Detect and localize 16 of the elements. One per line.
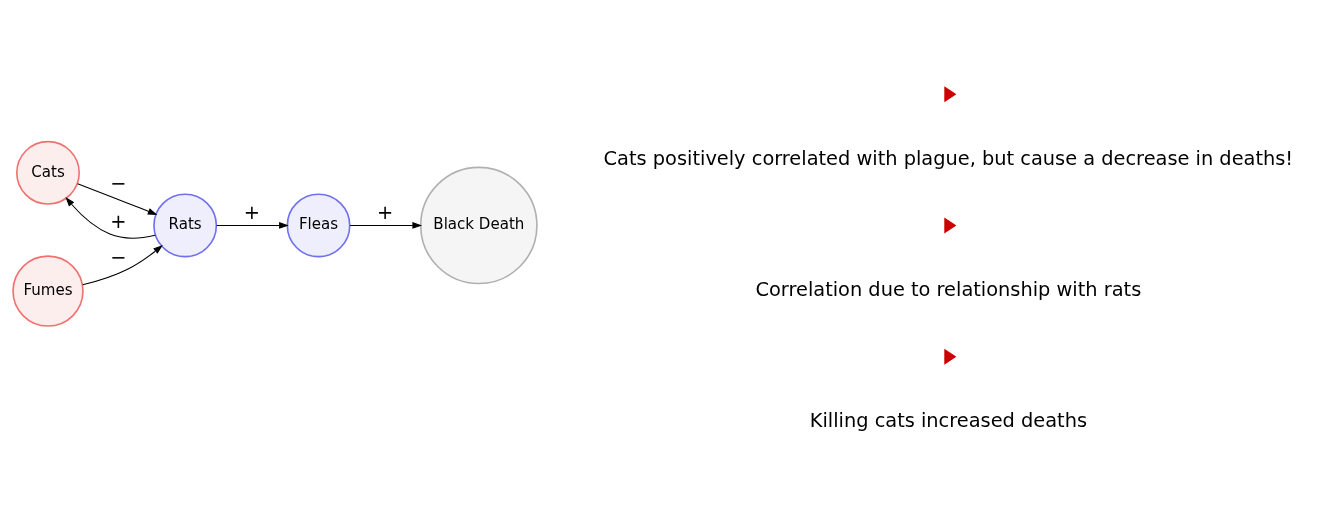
node-circle: Black Death	[419, 166, 538, 284]
arrow	[216, 221, 289, 229]
label: Cats positively correlated with plague, but cause a decrease in deaths!	[603, 146, 1294, 170]
arrow	[349, 221, 423, 229]
node-circle: Fumes	[12, 254, 84, 327]
edge-label: −	[110, 245, 127, 269]
label: Killing cats increased deaths	[809, 408, 1088, 432]
arrow	[65, 196, 156, 239]
arrow	[77, 182, 158, 215]
edge-label: −	[110, 171, 127, 195]
edge-label: +	[110, 209, 127, 233]
edge-label: +	[243, 200, 260, 224]
arrow	[82, 244, 163, 285]
edge-label: +	[377, 200, 394, 224]
node-circle: Fleas	[286, 192, 351, 257]
label: Correlation due to relationship with rats	[755, 277, 1142, 301]
